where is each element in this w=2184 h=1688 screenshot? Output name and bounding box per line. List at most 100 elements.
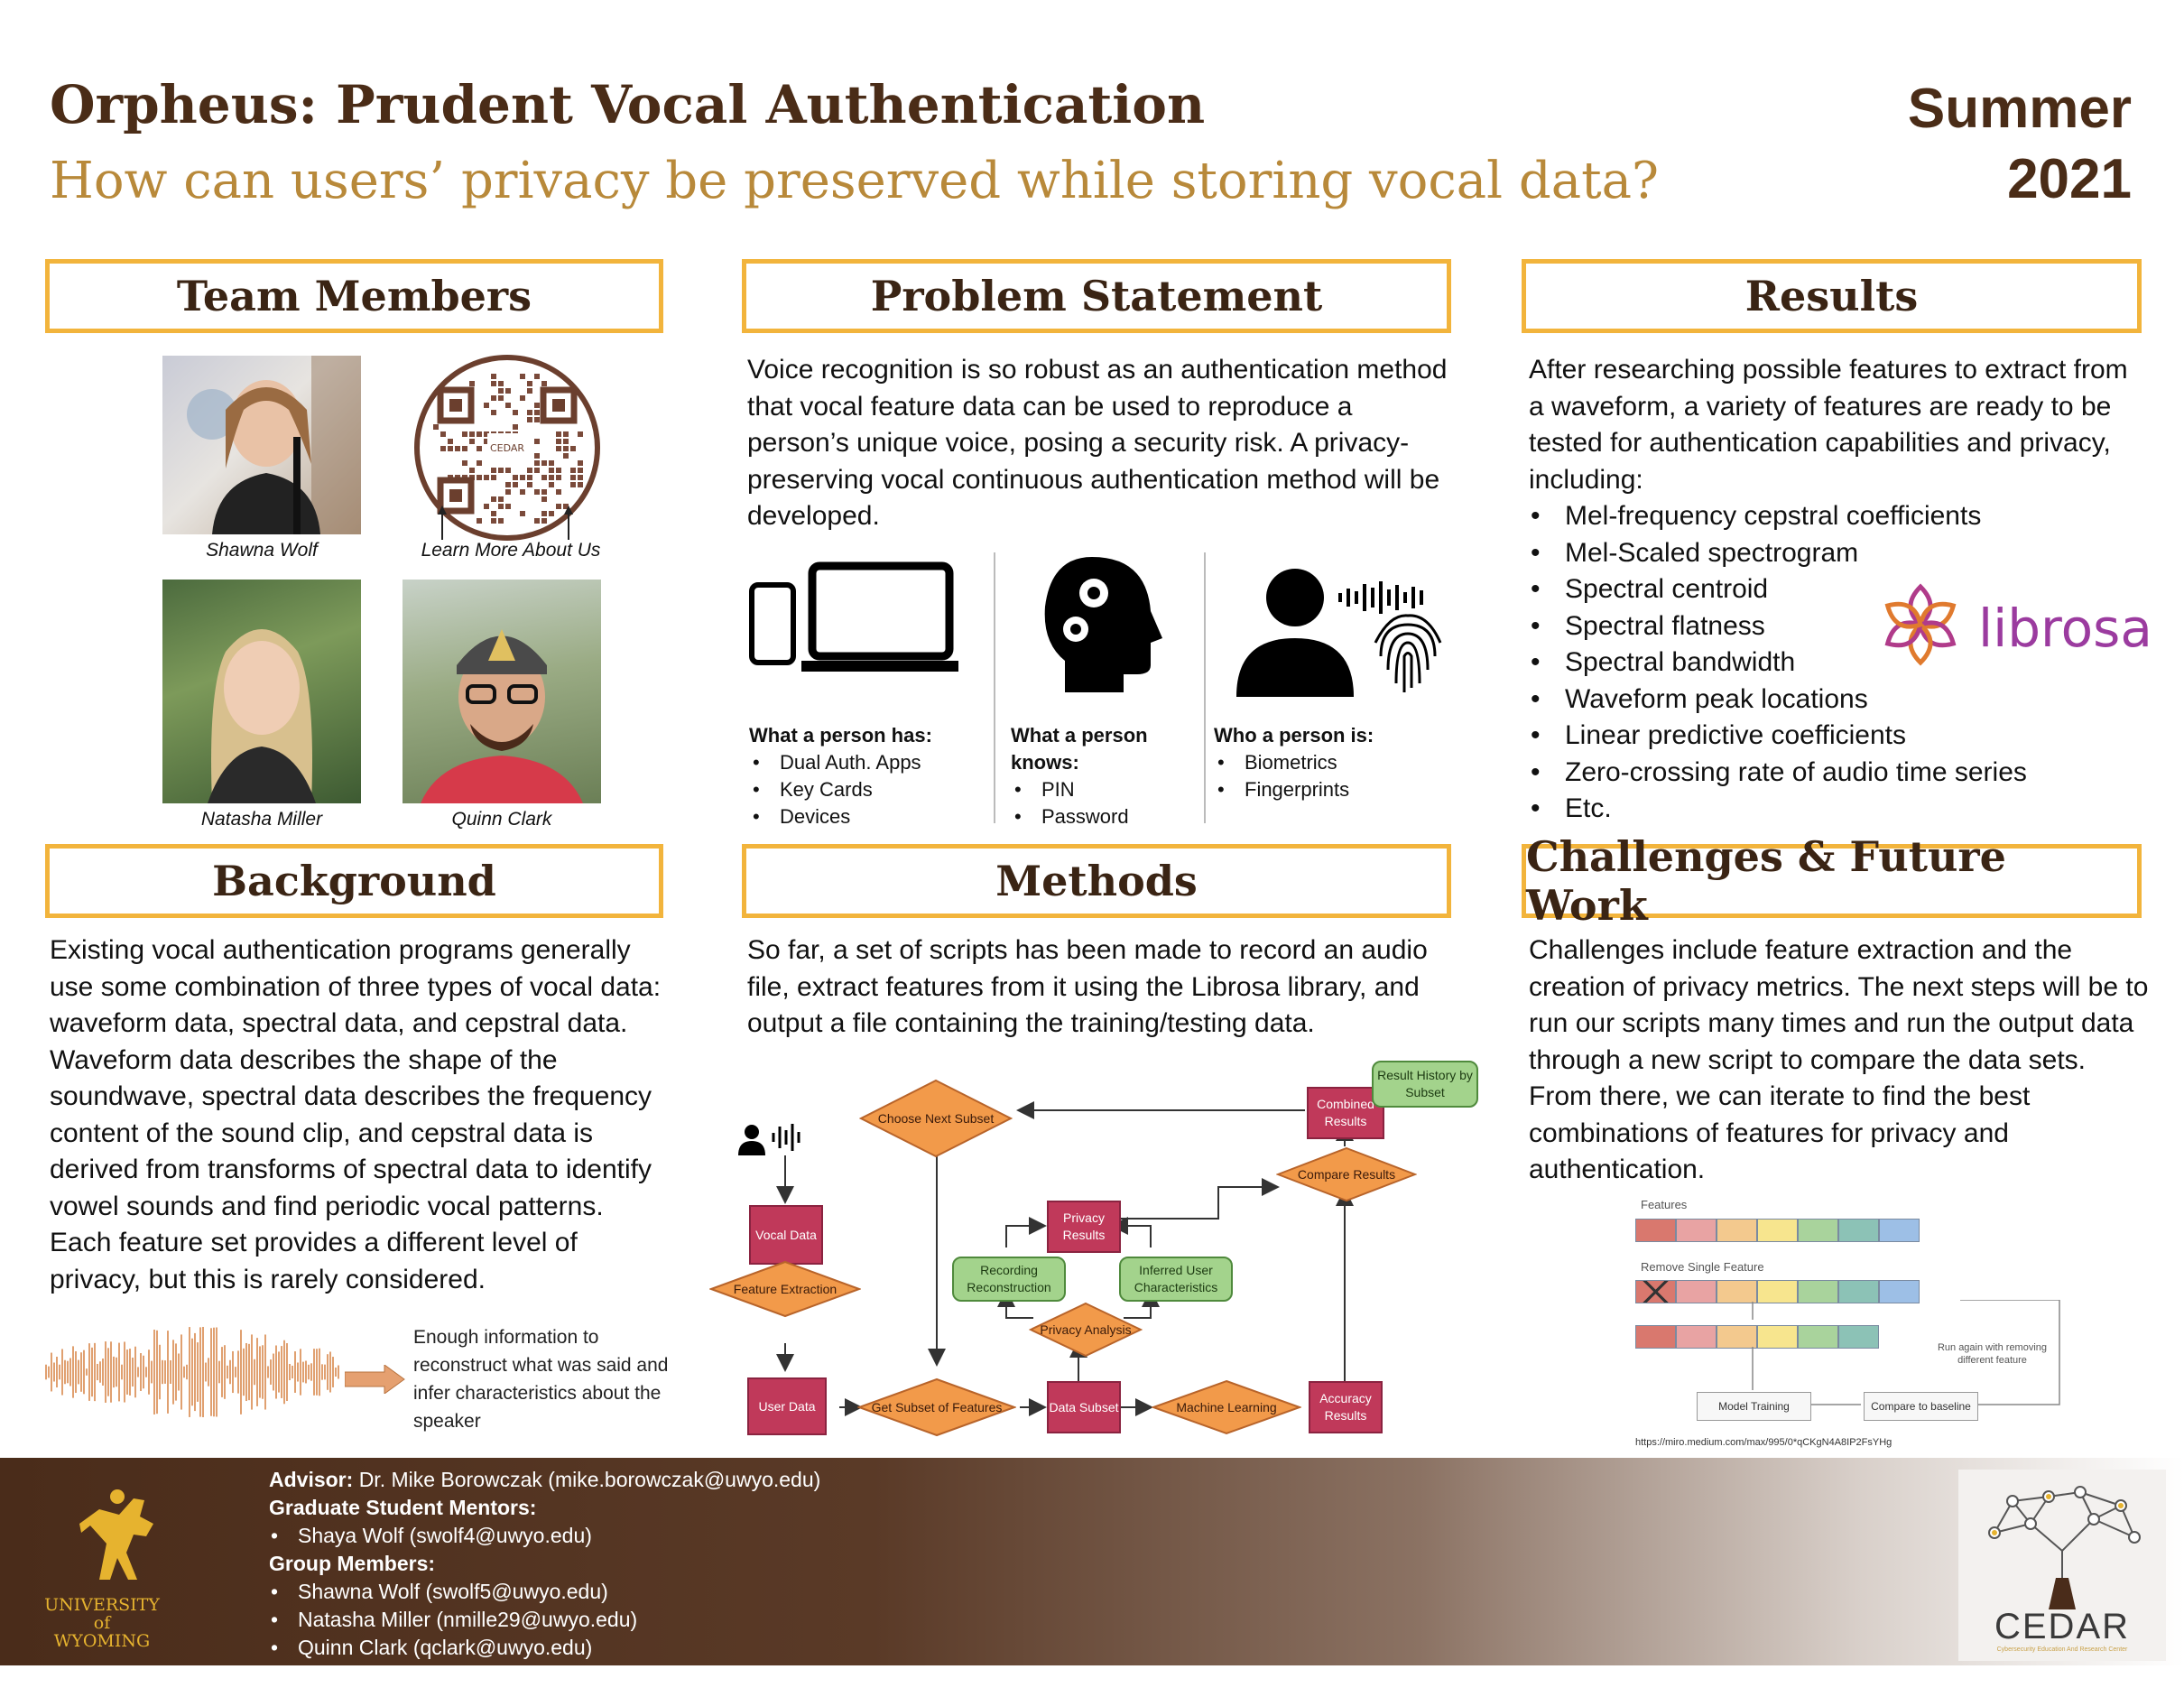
flow-machine-learning: Machine Learning [1152, 1379, 1301, 1435]
waveform-note: Enough information to reconstruct what w… [413, 1327, 669, 1432]
feature-item: Spectral centroid [1531, 571, 2142, 608]
diagram-compare-baseline: Compare to baseline [1864, 1392, 1978, 1421]
flow-vocal-data: Vocal Data [749, 1205, 823, 1265]
feature-cell [1717, 1280, 1757, 1303]
list-item: PIN [1014, 776, 1200, 803]
group-member-item: Quinn Clark (qclark@uwyo.edu) [271, 1634, 820, 1662]
list-item: Key Cards [753, 776, 993, 803]
feature-cell [1798, 1280, 1838, 1303]
feature-cell [1635, 1219, 1676, 1242]
flow-get-subset-label: Get Subset of Features [871, 1399, 1003, 1414]
flow-choose-next-subset: Choose Next Subset [859, 1079, 1013, 1158]
librosa-logo-icon [1884, 583, 1957, 666]
problem-divider-2 [1204, 552, 1206, 823]
group-label: Group Members: [269, 1552, 436, 1575]
librosa-logo-text: librosa [1978, 598, 2152, 659]
diagram-remove-label: Remove Single Feature [1641, 1260, 1764, 1274]
brain-gears-icon [1044, 557, 1162, 692]
what-person-has-title: What a person has: [749, 724, 932, 747]
flow-result-history: Result History by Subset [1372, 1061, 1478, 1108]
uw-bucking-horse-logo [79, 1489, 153, 1580]
poster-date: Summer 2021 [1908, 74, 2132, 215]
who-person-is-title: Who a person is: [1214, 724, 1374, 747]
group-member-item: Natasha Miller (nmille29@uwyo.edu) [271, 1606, 820, 1634]
speaker-voice-icon [738, 1124, 800, 1155]
problem-statement-heading: Problem Statement [742, 259, 1451, 333]
flow-machine-learning-label: Machine Learning [1176, 1399, 1277, 1414]
cedar-logo-text: CEDAR [1994, 1607, 2131, 1646]
footer-contacts: Advisor: Dr. Mike Borowczak (mike.borowc… [269, 1466, 820, 1662]
methods-heading: Methods [742, 844, 1451, 918]
feature-cell [1676, 1219, 1717, 1242]
poster-title: Orpheus: Prudent Vocal Authentication [50, 74, 1206, 135]
who-person-is: Who a person is: Biometrics Fingerprints [1214, 722, 1458, 803]
what-person-knows-title: What a person knows: [1011, 724, 1148, 774]
feature-item: Linear predictive coefficients [1531, 718, 2142, 755]
flow-privacy-analysis-label: Privacy Analysis [1040, 1322, 1132, 1337]
background-text: Existing vocal authentication programs g… [50, 935, 662, 1294]
list-item: Dual Auth. Apps [753, 749, 993, 776]
feature-item: Spectral bandwidth [1531, 645, 2142, 682]
flow-data-subset: Data Subset [1047, 1381, 1121, 1433]
results-feature-list: Mel-frequency cepstral coefficientsMel-S… [1529, 498, 2142, 828]
group-member-item: Shawna Wolf (swolf5@uwyo.edu) [271, 1578, 820, 1606]
list-item: Devices [753, 803, 993, 830]
arrow-right-icon [345, 1365, 405, 1394]
feature-cell [1838, 1219, 1879, 1242]
results-body: After researching possible features to e… [1529, 352, 2142, 828]
diagram-features-label: Features [1641, 1198, 1688, 1211]
results-heading: Results [1522, 259, 2142, 333]
waveform-graphic [45, 1326, 339, 1418]
feature-cell [1635, 1325, 1676, 1349]
feature-item: Mel-frequency cepstral coefficients [1531, 498, 2142, 535]
flow-get-subset: Get Subset of Features [857, 1377, 1016, 1437]
feature-item: Spectral flatness [1531, 608, 2142, 645]
feature-item: Waveform peak locations [1531, 682, 2142, 719]
flow-compare-results: Compare Results [1276, 1146, 1417, 1202]
qr-code-image[interactable]: CEDAR [413, 354, 601, 542]
what-person-has: What a person has: Dual Auth. Apps Key C… [749, 722, 993, 830]
feature-cell [1717, 1219, 1757, 1242]
diagram-feature-row-full [1635, 1219, 1920, 1242]
challenges-text: Challenges include feature extraction an… [1529, 935, 2149, 1184]
photo-quinn-clark [403, 580, 601, 803]
list-item: Biometrics [1217, 749, 1458, 776]
flow-feature-extraction-label: Feature Extraction [733, 1281, 838, 1296]
cedar-tagline: Cybersecurity Education And Research Cen… [1996, 1646, 2128, 1653]
cedar-tree-icon [1988, 1486, 2141, 1609]
year-label: 2021 [2007, 148, 2132, 210]
uw-logo-line2: of WYOMING [53, 1613, 151, 1651]
caption-learn-more: Learn More About Us [421, 540, 601, 561]
cedar-logo: CEDAR Cybersecurity Education And Resear… [1958, 1470, 2166, 1661]
advisor-label: Advisor: [269, 1468, 354, 1491]
methods-text: So far, a set of scripts has been made t… [747, 935, 1428, 1038]
flow-combined-results: Combined Results [1307, 1087, 1384, 1139]
photo-natasha-miller [162, 580, 361, 803]
results-intro: After researching possible features to e… [1529, 355, 2128, 495]
devices-icon [749, 561, 958, 672]
uw-logo-line1: UNIVERSITY [44, 1595, 160, 1615]
challenges-heading: Challenges & Future Work [1522, 832, 2142, 930]
flow-feature-extraction: Feature Extraction [709, 1260, 861, 1318]
flow-compare-results-label: Compare Results [1297, 1166, 1396, 1182]
flow-user-data: User Data [747, 1377, 827, 1435]
problem-divider-1 [994, 552, 995, 823]
flow-recording-reconstruction: Recording Reconstruction [952, 1257, 1066, 1302]
diagram-run-again: Run again with removing different featur… [1937, 1342, 2048, 1366]
feature-cell [1676, 1325, 1717, 1349]
feature-cell [1635, 1280, 1676, 1303]
qr-arrows [438, 505, 573, 540]
feature-cell [1879, 1219, 1920, 1242]
caption-natasha-miller: Natasha Miller [200, 809, 323, 830]
diagram-model-training: Model Training [1697, 1392, 1811, 1421]
feature-cell [1879, 1280, 1920, 1303]
background-heading: Background [45, 844, 663, 918]
poster-subtitle: How can users’ privacy be preserved whil… [50, 152, 1660, 210]
feature-cell [1757, 1325, 1798, 1349]
diagram-connectors [1752, 1300, 2060, 1405]
problem-statement-text: Voice recognition is so robust as an aut… [747, 355, 1448, 531]
team-members-heading: Team Members [45, 259, 663, 333]
feature-cell [1838, 1280, 1879, 1303]
caption-shawna-wolf: Shawna Wolf [206, 540, 318, 561]
flow-privacy-analysis: Privacy Analysis [1029, 1302, 1143, 1358]
